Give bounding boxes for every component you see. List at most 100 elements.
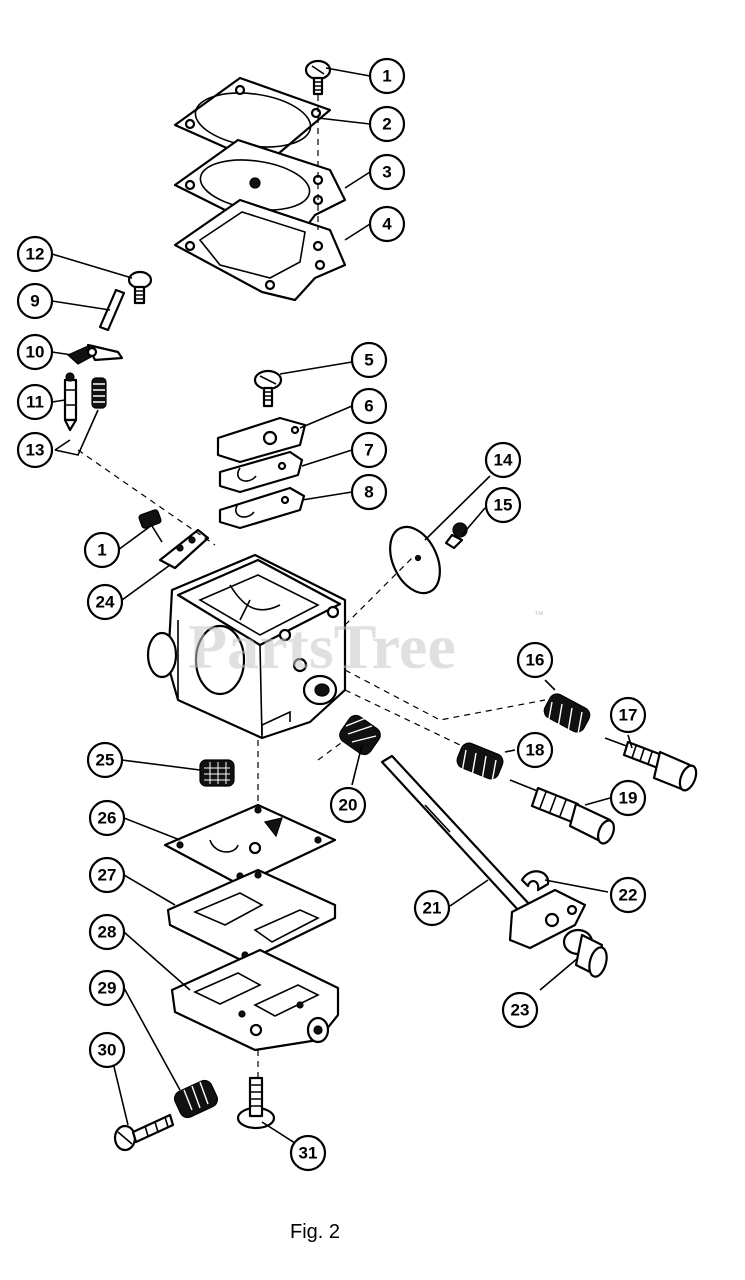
part-23-knob <box>562 928 608 978</box>
callout-1-top: 1 <box>368 57 406 95</box>
part-26-gasket <box>163 803 337 887</box>
callout-13: 13 <box>16 431 54 469</box>
svg-text:31: 31 <box>299 1144 318 1163</box>
part-22-clip <box>520 870 550 892</box>
svg-text:27: 27 <box>98 866 117 885</box>
callout-26: 26 <box>88 799 126 837</box>
svg-text:10: 10 <box>26 343 45 362</box>
svg-text:5: 5 <box>364 351 373 370</box>
callout-11: 11 <box>16 383 54 421</box>
svg-text:21: 21 <box>423 899 442 918</box>
svg-text:8: 8 <box>364 483 373 502</box>
callout-1-side: 1 <box>83 531 121 569</box>
part-12-screw <box>127 270 153 305</box>
svg-text:24: 24 <box>96 593 115 612</box>
svg-text:20: 20 <box>339 796 358 815</box>
svg-text:23: 23 <box>511 1001 530 1020</box>
watermark-trademark: ™ <box>534 610 544 621</box>
svg-text:11: 11 <box>26 393 44 412</box>
callout-25: 25 <box>86 741 124 779</box>
callout-31: 31 <box>289 1134 327 1172</box>
part-9-pin <box>98 288 126 332</box>
svg-text:7: 7 <box>364 441 373 460</box>
part-18-spring <box>456 742 504 783</box>
callout-5: 5 <box>350 341 388 379</box>
callout-9: 9 <box>16 282 54 320</box>
assembly-lines <box>77 95 546 1078</box>
part-27-gasket <box>166 868 337 964</box>
svg-text:1: 1 <box>382 67 391 86</box>
part-7-plate <box>218 450 304 494</box>
svg-text:25: 25 <box>96 751 115 770</box>
svg-text:12: 12 <box>26 245 45 264</box>
watermark-text: PartsTree <box>188 611 456 682</box>
svg-text:14: 14 <box>494 451 513 470</box>
callout-24: 24 <box>86 583 124 621</box>
callout-29: 29 <box>88 969 126 1007</box>
part-24-bracket <box>158 528 210 570</box>
leader-lines <box>51 67 633 1146</box>
callout-3: 3 <box>368 153 406 191</box>
callout-27: 27 <box>88 856 126 894</box>
part-8-plate <box>218 486 306 530</box>
svg-text:16: 16 <box>526 651 545 670</box>
callout-8: 8 <box>350 473 388 511</box>
svg-text:13: 13 <box>26 441 45 460</box>
svg-text:6: 6 <box>364 397 373 416</box>
svg-text:15: 15 <box>494 496 513 515</box>
part-17-needle-screw <box>604 737 698 792</box>
part-19-needle-screw <box>509 779 615 845</box>
svg-text:3: 3 <box>382 163 391 182</box>
svg-text:30: 30 <box>98 1041 117 1060</box>
callout-10: 10 <box>16 333 54 371</box>
part-1-top-screw <box>304 59 332 96</box>
svg-text:4: 4 <box>382 215 392 234</box>
part-28-pump-body <box>170 948 340 1052</box>
callout-4: 4 <box>368 205 406 243</box>
svg-text:22: 22 <box>619 886 638 905</box>
svg-text:18: 18 <box>526 741 545 760</box>
callout-19: 19 <box>609 779 647 817</box>
part-31-screw <box>236 1076 276 1130</box>
svg-text:9: 9 <box>30 292 39 311</box>
callout-21: 21 <box>413 889 451 927</box>
svg-text:2: 2 <box>382 115 391 134</box>
part-6-plate <box>216 416 307 464</box>
part-5-screw <box>253 369 283 408</box>
part-14-disc <box>389 525 441 595</box>
callout-6: 6 <box>350 387 388 425</box>
callout-12: 12 <box>16 235 54 273</box>
svg-text:28: 28 <box>98 923 117 942</box>
svg-text:17: 17 <box>619 706 638 725</box>
callout-28: 28 <box>88 913 126 951</box>
carburetor-body <box>146 553 347 740</box>
svg-text:26: 26 <box>98 809 117 828</box>
part-11-needle-valve <box>63 372 78 432</box>
callout-30: 30 <box>88 1031 126 1069</box>
figure-caption: Fig. 2 <box>290 1221 340 1243</box>
part-25-filter-screen <box>199 759 235 787</box>
svg-text:29: 29 <box>98 979 117 998</box>
callout-18: 18 <box>516 731 554 769</box>
part-13-spring <box>91 377 107 409</box>
part-10-lever <box>66 343 124 365</box>
svg-text:1: 1 <box>97 541 106 560</box>
callout-2: 2 <box>368 105 406 143</box>
callout-20: 20 <box>329 786 367 824</box>
part-29-spring <box>173 1079 219 1119</box>
part-4-gasket <box>173 198 347 302</box>
callout-16: 16 <box>516 641 554 679</box>
callout-7: 7 <box>350 431 388 469</box>
part-20-spring <box>339 714 381 756</box>
part-30-screw <box>113 1113 175 1152</box>
callout-17: 17 <box>609 696 647 734</box>
callout-23: 23 <box>501 991 539 1029</box>
callout-15: 15 <box>484 486 522 524</box>
svg-text:19: 19 <box>619 789 638 808</box>
callout-14: 14 <box>484 441 522 479</box>
part-16-spring <box>543 693 591 735</box>
part-21-throttle-shaft <box>380 754 587 950</box>
part-15-screw <box>444 522 468 550</box>
callout-22: 22 <box>609 876 647 914</box>
